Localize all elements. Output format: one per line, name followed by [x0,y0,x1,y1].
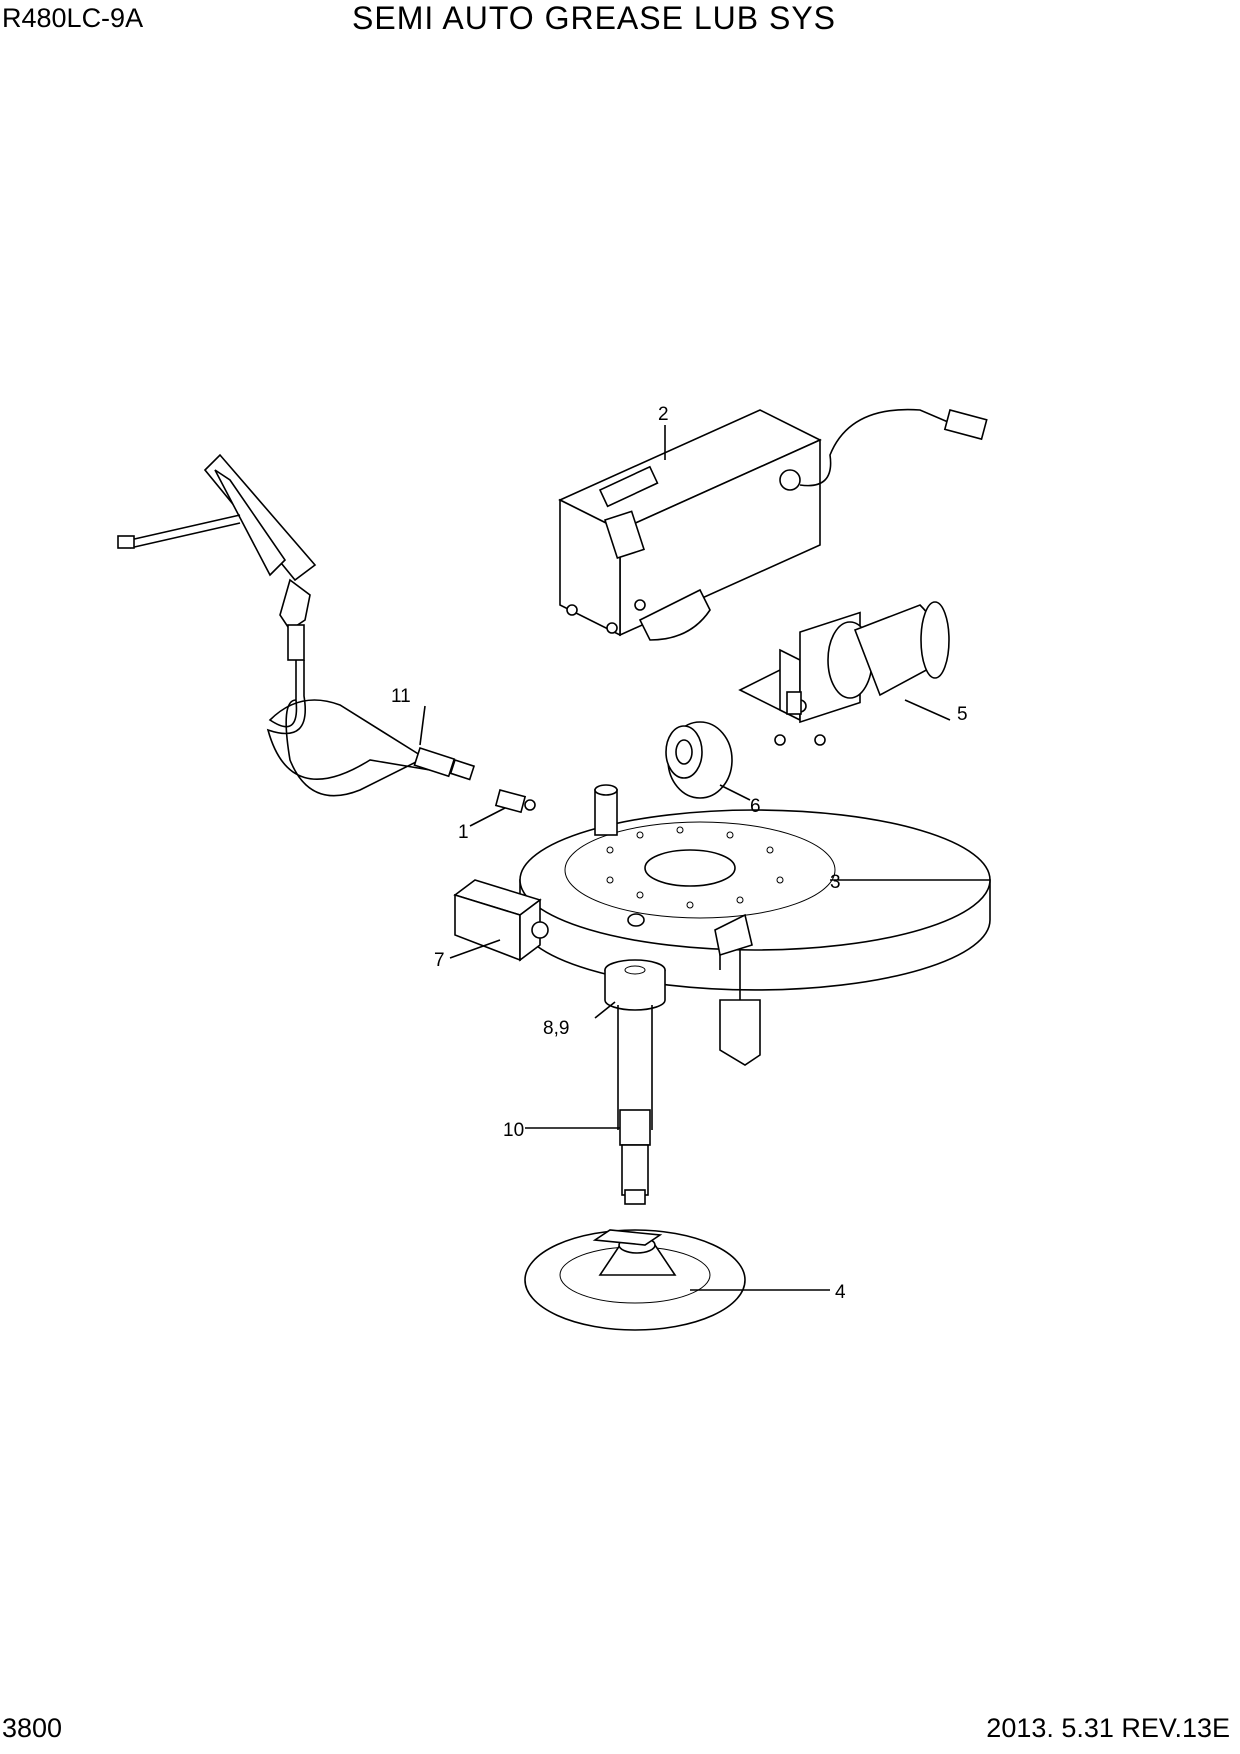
part-pump-housing[interactable] [558,408,988,641]
callout-2: 2 [658,404,669,425]
callout-3: 3 [830,872,841,893]
callout-4: 4 [835,1282,846,1303]
page-title: SEMI AUTO GREASE LUB SYS [352,0,836,36]
callout-11: 11 [391,686,411,707]
part-pump-tube[interactable] [604,959,666,1205]
revision-stamp: 2013. 5.31 REV.13E [986,1713,1230,1743]
part-gear[interactable] [665,721,733,799]
callout-10: 10 [503,1120,524,1141]
callout-5: 5 [957,704,968,725]
leader-lines [419,425,990,1291]
callout-1: 1 [458,822,469,843]
callout-8-9: 8,9 [543,1018,569,1039]
callout-6: 6 [750,796,761,817]
model-number: R480LC-9A [2,3,144,33]
page-number: 3800 [2,1713,63,1743]
part-valve-block[interactable] [453,879,549,962]
part-grease-gun-hose[interactable] [117,453,476,797]
part-motor[interactable] [738,601,950,746]
callout-7: 7 [434,950,445,971]
part-reservoir-cover[interactable] [519,784,991,1066]
part-fitting[interactable] [494,789,536,814]
part-follower-plate[interactable] [524,1229,746,1331]
